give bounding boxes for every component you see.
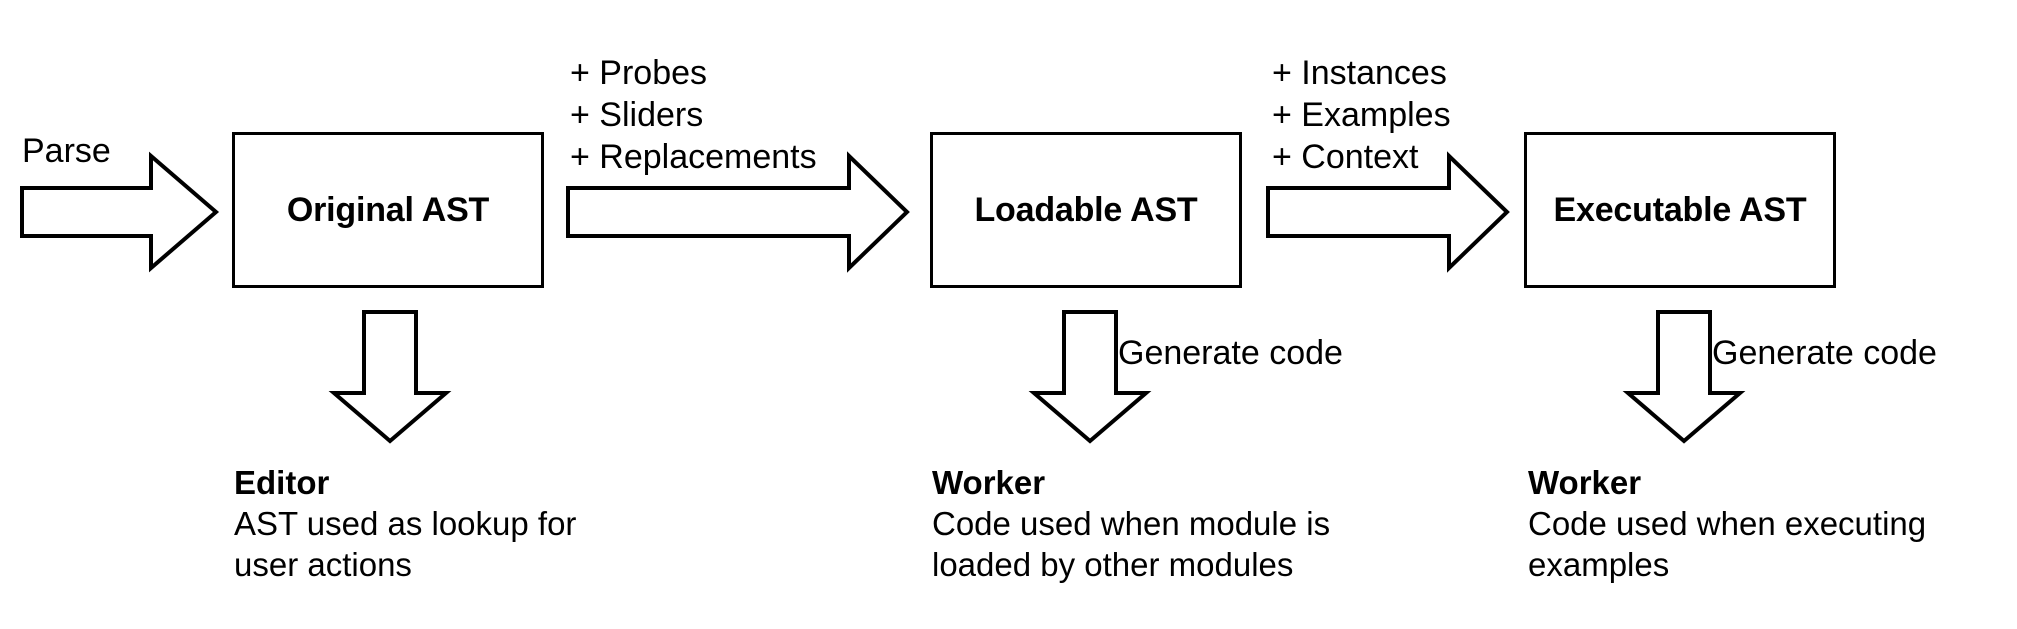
executable-down-arrow [1622, 310, 1746, 445]
original-ast-box[interactable]: Original AST [232, 132, 544, 288]
executable-down-arrow-shape [1622, 310, 1746, 444]
worker-executable-caption-title: Worker [1528, 464, 1642, 501]
worker-executable-caption: Worker Code used when executing examples [1528, 463, 2008, 585]
loadable-to-executable-arrow-label: + Instances + Examples + Context [1272, 54, 1451, 176]
parse-arrow [20, 151, 220, 273]
loadable-down-arrow-shape [1028, 310, 1152, 444]
worker-loadable-caption-body: Code used when module is loaded by other… [932, 505, 1331, 583]
executable-down-arrow-label-wrap: Generate code [1712, 332, 1937, 374]
original-to-loadable-arrow-shape [566, 151, 910, 273]
parse-arrow-label: Parse [22, 132, 111, 170]
parse-arrow-label-wrap: Parse [22, 130, 111, 172]
editor-caption-title: Editor [234, 464, 330, 501]
executable-ast-box-label: Executable AST [1553, 190, 1807, 229]
executable-ast-box[interactable]: Executable AST [1524, 132, 1836, 288]
original-to-loadable-arrow-label: + Probes + Sliders + Replacements [570, 54, 817, 176]
loadable-down-arrow [1028, 310, 1152, 445]
original-down-arrow-shape [328, 310, 452, 444]
original-ast-box-label: Original AST [286, 190, 490, 229]
original-to-loadable-arrow [566, 151, 911, 273]
editor-caption-body: AST used as lookup for user actions [234, 505, 577, 583]
original-down-arrow [328, 310, 452, 445]
loadable-ast-box[interactable]: Loadable AST [930, 132, 1242, 288]
original-to-loadable-arrow-label-wrap: + Probes + Sliders + Replacements [570, 52, 817, 178]
loadable-down-arrow-label-wrap: Generate code [1118, 332, 1343, 374]
loadable-down-arrow-label: Generate code [1118, 334, 1343, 372]
executable-down-arrow-label: Generate code [1712, 334, 1937, 372]
worker-loadable-caption: Worker Code used when module is loaded b… [932, 463, 1402, 585]
loadable-to-executable-arrow-shape [1266, 151, 1510, 273]
loadable-to-executable-arrow [1266, 151, 1511, 273]
loadable-ast-box-label: Loadable AST [974, 190, 1198, 229]
worker-executable-caption-body: Code used when executing examples [1528, 505, 1927, 583]
editor-caption: Editor AST used as lookup for user actio… [234, 463, 694, 585]
loadable-to-executable-arrow-label-wrap: + Instances + Examples + Context [1272, 52, 1451, 178]
worker-loadable-caption-title: Worker [932, 464, 1046, 501]
parse-arrow-shape [20, 151, 220, 273]
